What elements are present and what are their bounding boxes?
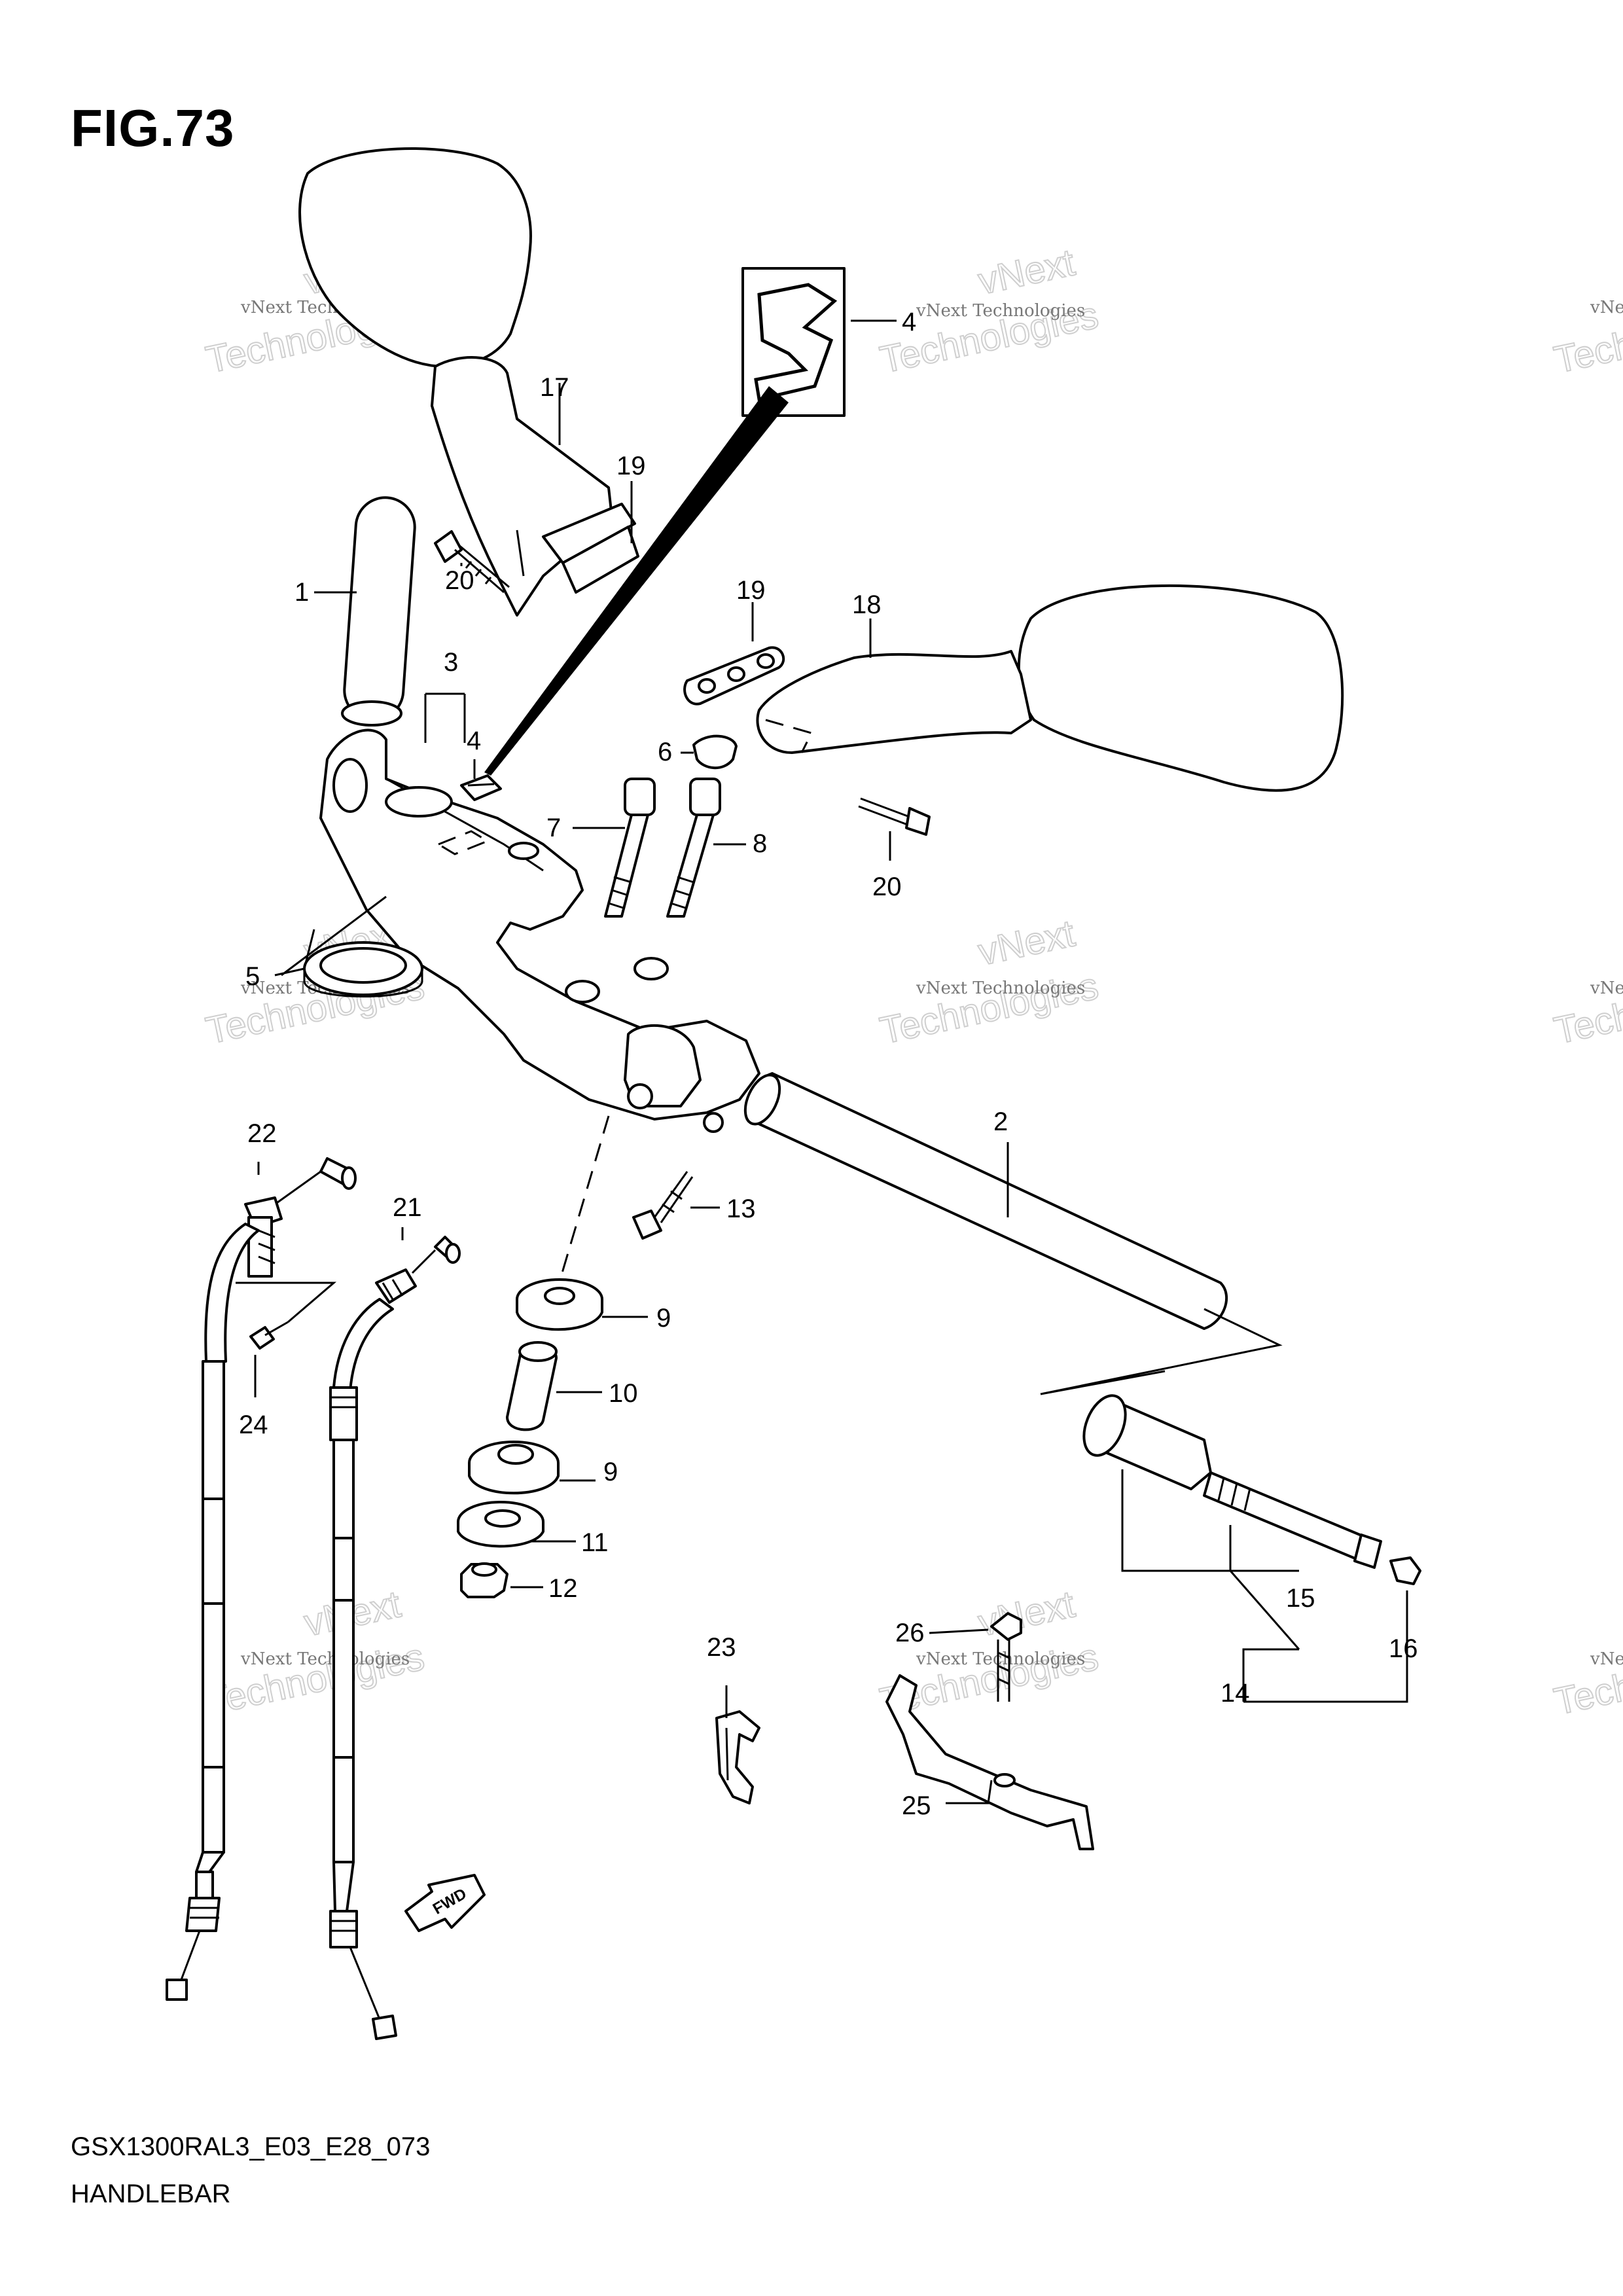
callout-25[interactable]: 25 [902,1791,931,1820]
callout-17[interactable]: 17 [540,373,569,402]
nut[interactable] [460,1562,508,1598]
callout-13[interactable]: 13 [726,1194,756,1223]
ring[interactable] [303,941,423,997]
end-cap[interactable] [1389,1556,1421,1585]
bolt-7[interactable] [604,778,656,918]
section-name: HANDLEBAR [71,2179,231,2208]
detail-pointer [484,386,789,776]
handlebar-tube[interactable] [738,1069,1228,1330]
mirror-plate-right[interactable] [683,646,785,706]
callout-21[interactable]: 21 [393,1193,422,1222]
model-code: GSX1300RAL3_E03_E28_073 [71,2132,431,2161]
callout-6[interactable]: 6 [658,738,672,766]
screw-24[interactable] [236,1282,337,1350]
callout-20-left[interactable]: 20 [445,566,474,595]
callout-2[interactable]: 2 [993,1107,1008,1136]
callout-9-lower[interactable]: 9 [603,1458,618,1486]
svg-text:vNext Technologies: vNext Technologies [916,301,1085,321]
bolt-13[interactable] [632,1171,694,1240]
svg-text:vNext Technologies: vNext Technologies [1590,298,1623,317]
svg-text:vNext: vNext [974,1583,1079,1644]
washer[interactable] [457,1501,544,1548]
callout-11[interactable]: 11 [581,1528,609,1557]
callouts: 1 2 3 4 4 5 6 7 8 9 9 10 11 12 13 14 15 … [239,308,1418,1820]
fwd-arrow: FWD [404,1874,486,1932]
callout-23[interactable]: 23 [707,1633,736,1662]
balancer-weight[interactable] [1076,1390,1212,1490]
bracket[interactable] [885,1674,1094,1850]
mirror-right[interactable] [756,584,1344,792]
callout-20-right[interactable]: 20 [872,872,902,901]
callout-26[interactable]: 26 [895,1619,925,1647]
watermark-edge: vNext Technologies vNext Technologies vN… [1550,293,1623,1724]
svg-text:Technologies: Technologies [202,1636,428,1723]
emblem[interactable] [460,774,502,801]
figure-title: FIG.73 [71,99,235,157]
mirror-bolt-right[interactable] [858,797,931,836]
callout-22[interactable]: 22 [247,1119,277,1148]
leader-lines [254,319,1408,1804]
svg-text:vNext Technologies: vNext Technologies [916,978,1085,998]
callout-12[interactable]: 12 [548,1574,578,1603]
callout-19-right[interactable]: 19 [736,576,766,605]
bolt-26[interactable] [990,1612,1022,1702]
watermark-4: Technologies vNext vNext Technologies [876,911,1103,1052]
callout-4[interactable]: 4 [467,726,481,755]
svg-text:vNext Technologies: vNext Technologies [240,1649,410,1669]
break-line [1040,1308,1283,1395]
callout-18[interactable]: 18 [852,590,882,619]
callout-5[interactable]: 5 [245,962,260,991]
svg-text:Technologies: Technologies [1550,965,1623,1052]
svg-text:Technologies: Technologies [876,965,1102,1052]
emblem-detail[interactable] [741,267,846,417]
throttle-cable-2[interactable] [329,1236,461,2040]
callout-8[interactable]: 8 [753,829,767,858]
svg-text:vNext Technologies: vNext Technologies [916,1649,1085,1669]
callout-15[interactable]: 15 [1286,1584,1315,1613]
callout-9-upper[interactable]: 9 [656,1304,671,1333]
clamp[interactable] [715,1710,760,1804]
centerline [555,1115,610,1293]
callout-10[interactable]: 10 [609,1379,638,1408]
callout-14[interactable]: 14 [1221,1679,1250,1708]
callout-24[interactable]: 24 [239,1410,268,1439]
cushion-lower[interactable] [468,1441,560,1495]
callout-4-detail[interactable]: 4 [902,308,916,336]
balancer-bolt[interactable] [1203,1471,1382,1569]
callout-16[interactable]: 16 [1389,1634,1418,1663]
throttle-cable-1[interactable] [166,1157,357,2001]
handlebar-grip[interactable] [341,495,417,726]
mirror-bolt-left[interactable] [434,530,510,594]
spacer[interactable] [506,1341,558,1431]
cap[interactable] [692,734,738,770]
watermark-5: Technologies vNext vNext Technologies [202,1582,429,1723]
svg-text:Technologies: Technologies [1550,1636,1623,1723]
svg-text:vNext Technologies: vNext Technologies [1590,1649,1623,1669]
bolt-8[interactable] [666,778,721,918]
mirror-left[interactable] [298,147,639,617]
callout-7[interactable]: 7 [546,814,561,842]
svg-text:vNext Technologies: vNext Technologies [1590,978,1623,998]
handlebar-clamp[interactable] [319,728,760,1133]
callout-3[interactable]: 3 [444,648,458,677]
cushion-upper[interactable] [516,1278,603,1331]
callout-1[interactable]: 1 [294,578,309,607]
svg-text:vNext: vNext [974,241,1079,302]
svg-text:vNext: vNext [974,912,1079,973]
callout-19-left[interactable]: 19 [616,452,646,480]
